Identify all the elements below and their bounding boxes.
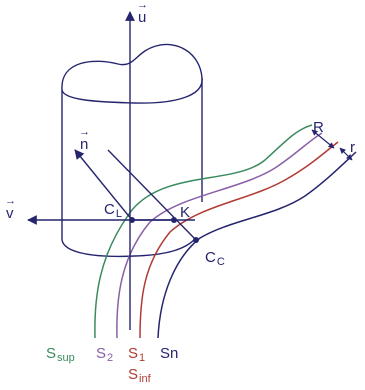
curve-s-2-sub: 2	[107, 352, 114, 364]
cylinder-top-outline	[61, 43, 203, 104]
vector-u-text: u	[137, 0, 148, 25]
vector-v-text: v	[5, 196, 15, 221]
normal-line	[107, 149, 197, 241]
curve-label-s-n: Sn	[160, 346, 178, 361]
point-k-text: K	[180, 204, 191, 221]
point-cl-main: C	[104, 201, 115, 218]
curve-s-sup-main: S	[46, 345, 57, 362]
dimension-r-label: r	[350, 140, 355, 155]
vector-n-text: n	[79, 127, 90, 152]
point-cc-main: C	[205, 249, 216, 266]
curve-label-s-1: S1	[128, 345, 146, 364]
point-cl-sub: L	[115, 208, 122, 220]
curve-s-n-main: Sn	[160, 345, 179, 362]
point-cc	[193, 237, 199, 243]
point-k	[171, 217, 177, 223]
curve-s-2	[116, 132, 323, 339]
point-cc-sub: C	[216, 256, 225, 268]
point-cl	[129, 217, 135, 223]
dimension-r-arrow	[339, 147, 353, 161]
curve-s-sup	[94, 124, 313, 339]
dimension-r-text: r	[350, 139, 355, 156]
point-cl-label: CL	[104, 201, 122, 220]
dimension-R-label: R	[313, 120, 324, 135]
curve-s-1-main: S	[128, 345, 139, 362]
curve-label-s-sup: Ssup	[46, 345, 75, 364]
curve-s-sup-sub: sup	[57, 352, 75, 364]
curve-s-inf-main: S	[128, 366, 139, 383]
normal-n-arrow	[74, 149, 133, 221]
cylinder-bottom-outline	[61, 237, 197, 258]
point-cc-label: CC	[205, 249, 225, 268]
curve-s-1-sub: 1	[139, 352, 146, 364]
curve-s-2-main: S	[96, 345, 107, 362]
curve-s-1	[139, 141, 339, 339]
vector-n-label: n	[79, 127, 90, 152]
curve-label-s-2: S2	[96, 345, 114, 364]
curve-label-s-inf: Sinf	[128, 366, 151, 385]
point-k-label: K	[180, 205, 190, 220]
vector-u-label: u	[137, 0, 148, 25]
curve-s-n	[157, 151, 357, 339]
curve-s-inf-sub: inf	[139, 373, 151, 385]
dimension-R-arrow	[311, 129, 335, 149]
dimension-R-text: R	[313, 119, 324, 136]
vector-v-label: v	[5, 196, 15, 221]
